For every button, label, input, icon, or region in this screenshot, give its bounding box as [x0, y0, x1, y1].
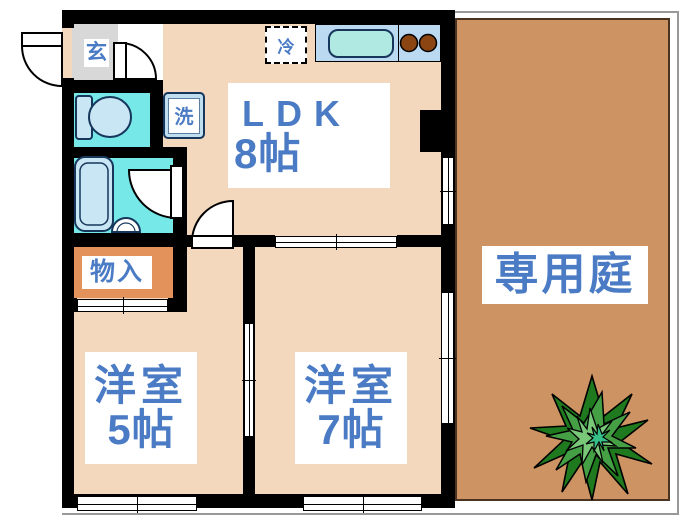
wall	[187, 235, 192, 247]
room-label-western5: 洋室 5帖	[85, 352, 197, 464]
western7-name: 洋室	[303, 361, 398, 409]
storage-name: 物入	[89, 258, 144, 287]
entrance-label: 玄	[84, 39, 109, 67]
wall	[62, 78, 74, 508]
closet-sliding-door	[77, 297, 168, 314]
ldk-name: LDK	[242, 92, 352, 134]
entrance-hall-floor	[118, 24, 163, 80]
western5-name: 洋室	[93, 361, 188, 409]
washing-machine: 洗	[163, 92, 205, 139]
wall	[150, 80, 163, 147]
wall	[62, 298, 77, 312]
wall	[62, 233, 187, 247]
wall	[62, 147, 187, 158]
window	[303, 494, 422, 513]
western7-size: 7帖	[317, 406, 385, 453]
window	[440, 157, 456, 225]
bathroom-floor	[74, 158, 173, 233]
washing-machine-label: 洗	[168, 97, 200, 134]
wall	[441, 10, 455, 508]
room-label-ldk: LDK 8帖	[228, 83, 390, 188]
wall	[173, 158, 187, 300]
wall	[168, 298, 187, 312]
ldk-size: 8帖	[234, 130, 302, 178]
refrigerator-label: 冷	[277, 32, 295, 58]
sliding-door	[275, 234, 397, 250]
wall	[233, 235, 275, 247]
western5-size: 5帖	[107, 406, 175, 453]
sliding-door	[242, 323, 256, 437]
room-label-western7: 洋室 7帖	[295, 352, 407, 464]
storage-label: 物入	[82, 256, 152, 289]
wall	[62, 10, 455, 24]
pillar	[420, 110, 455, 152]
toilet-room-floor	[74, 93, 150, 147]
garden-name: 専用庭	[494, 249, 636, 299]
window	[439, 292, 456, 424]
entrance-door-icon	[20, 32, 63, 88]
refrigerator: 冷	[265, 26, 307, 64]
garden-label: 専用庭	[482, 246, 648, 304]
kitchen-counter	[315, 24, 441, 62]
entrance-name: 玄	[86, 40, 107, 64]
wall	[62, 10, 74, 28]
wall	[62, 80, 163, 93]
window	[77, 494, 197, 513]
wall	[397, 235, 441, 247]
